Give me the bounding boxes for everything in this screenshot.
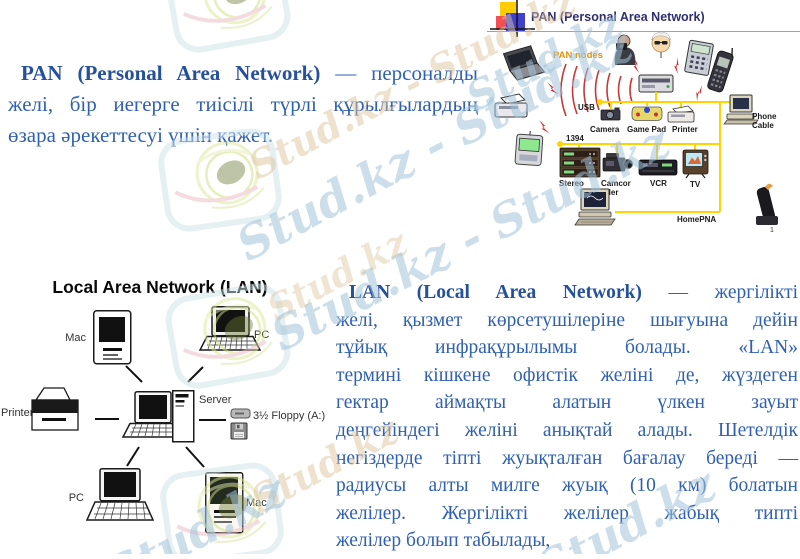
pan-line1-rest: — персоналды [320,61,478,85]
lan-paragraph-line: желі, қызмет көрсетушілеріне шығуына дей… [336,307,798,335]
printer-wireless-icon [495,94,527,117]
mac-bottom-icon [206,473,243,533]
pda-icon [515,130,543,166]
pan-nodes-label: PAN nodes [553,50,603,61]
mac-top-label: Mac [65,332,86,344]
server-label: Server [199,394,232,406]
phone-cable-label-2: Cable [752,121,774,130]
stereo-label: Stereo [559,179,584,188]
lan-line1-rest: — жергілікті [642,282,798,303]
camera-icon [601,108,620,121]
bus1394-node [557,141,563,147]
floppy-label: 3½ Floppy (A:) [253,410,325,422]
usb-bus-node [597,99,603,105]
gamepad-icon [632,107,662,121]
lan-paragraph-line: негіздерде тіпті жуықталған бағалау бере… [336,445,798,473]
lan-paragraph: LAN (Local Area Network) — жергілікті же… [336,279,798,555]
pan-paragraph-line2: желі, бір иегерге тиісілі түрлі құрылғыл… [8,89,478,120]
phone-index-label: 1 [770,227,774,234]
mac-top-icon [94,311,131,364]
organizer-icon [684,40,713,76]
lan-paragraph-line: радиусы алты милге жуық (10 км) болатын [336,472,798,500]
server-icon [123,391,194,442]
camcorder-label-1: Camcor [601,179,631,188]
lan-paragraph-line: гектар аймақты алатын үлкен зауыт [336,389,798,417]
floppy-drive-icon [231,409,250,418]
vcr-icon [639,160,677,175]
lan-lead-text: LAN (Local Area Network) [349,282,642,303]
usb-label: USB [578,103,595,112]
phone-cable-label-1: Phone [752,112,777,121]
printer-usb-label: Printer [672,125,698,134]
laptop-icon [503,44,545,81]
printer-usb-icon [668,106,694,122]
pc-bottom-icon [87,469,153,520]
mac-bottom-label: Mac [246,497,267,509]
pc-bottom-label: PC [69,492,84,504]
camera-label: Camera [590,125,620,134]
camcorder-icon [603,153,633,171]
stereo-icon [560,148,600,177]
gamepad-label: Game Pad [627,125,666,134]
pan-paragraph-line1: PAN (Personal Area Network) — персоналды [8,58,478,89]
lan-diagram-title: Local Area Network (LAN) [52,277,267,297]
vcr-label: VCR [650,179,667,188]
person-camera-icon [615,35,636,65]
phone-icon [756,184,778,225]
homepna-computer-icon [575,189,615,225]
pc-top-icon [200,307,260,350]
pan-paragraph: PAN (Personal Area Network) — персоналды… [8,58,478,151]
floppy-disk-icon [231,423,247,439]
lan-diagram-figure: Local Area Network (LAN) Mac [0,270,330,554]
printer-lan-icon [32,388,78,430]
lan-paragraph-line: тұйық инфрақұрылымы болады. «LAN» [336,334,798,362]
wireless-waves [561,64,632,116]
lan-paragraph-line: желілер болып табылады, [336,527,798,555]
pan-diagram-title: PAN (Personal Area Network) [531,10,705,24]
homepna-label: HomePNA [677,215,716,224]
lan-paragraph-line: желілер. Жергілікті желілер жабық типті [336,500,798,528]
lan-paragraph-line1: LAN (Local Area Network) — жергілікті [336,279,798,307]
pan-diagram-figure: PAN (Personal Area Network) [487,0,800,245]
person-head-icon [652,33,671,58]
pan-lead-text: PAN (Personal Area Network) [21,61,320,85]
hub-icon [639,75,673,92]
lan-paragraph-line: деңгейіндегі желіні анықтай алады. Шетел… [336,417,798,445]
pan-paragraph-line3: өзара әрекеттесуі үшін қажет. [8,120,478,151]
tv-label: TV [690,180,701,189]
printer-lan-label: Printer [1,407,34,419]
lan-paragraph-line: термині кішкене офистік желіні де, жүзде… [336,362,798,390]
bus1394-label: 1394 [566,134,584,143]
pc-top-label: PC [254,329,269,341]
tv-icon [683,150,708,178]
